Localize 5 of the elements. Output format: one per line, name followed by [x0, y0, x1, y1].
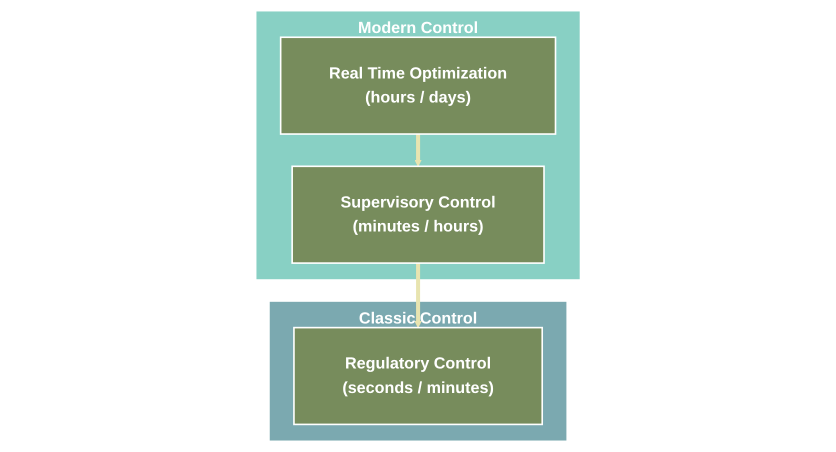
node-box: Regulatory Control (seconds / minutes) — [293, 326, 543, 426]
arrow — [414, 134, 422, 167]
node-box: Real Time Optimization (hours / days) — [280, 36, 556, 135]
arrow — [414, 263, 422, 328]
node-box: Supervisory Control (minutes / hours) — [291, 166, 545, 264]
